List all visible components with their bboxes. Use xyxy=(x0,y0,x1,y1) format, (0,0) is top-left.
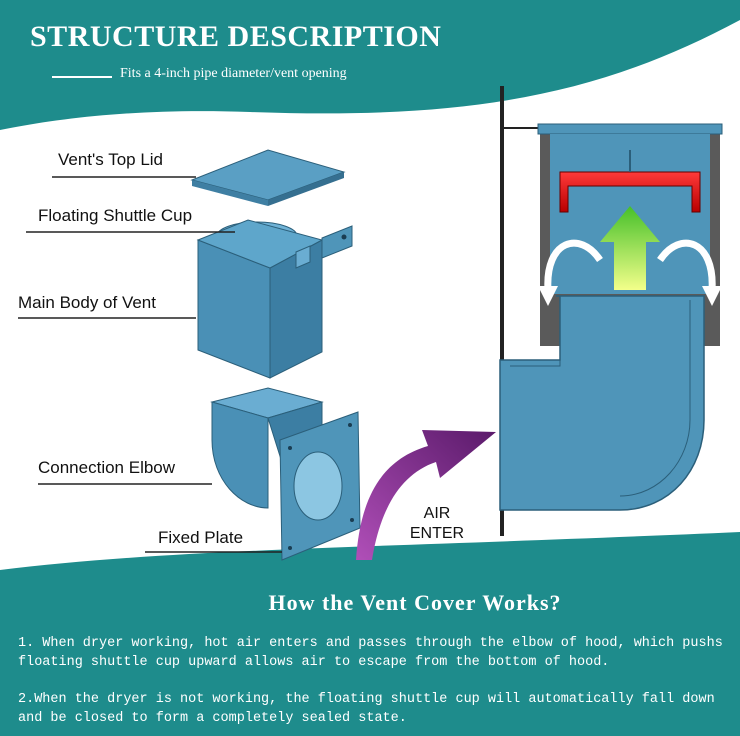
label-top-lid: Vent's Top Lid xyxy=(58,150,163,170)
subtitle-divider xyxy=(52,76,112,78)
cross-section-illustration xyxy=(500,86,722,536)
page-subtitle: Fits a 4-inch pipe diameter/vent opening xyxy=(120,66,347,82)
air-label-line2: ENTER xyxy=(400,524,474,544)
how-it-works-title: How the Vent Cover Works? xyxy=(0,590,740,616)
label-fixed-plate: Fixed Plate xyxy=(158,528,243,548)
label-shuttle-cup: Floating Shuttle Cup xyxy=(38,206,192,226)
how-it-works-step-1: 1. When dryer working, hot air enters an… xyxy=(18,634,730,672)
main-body-illustration xyxy=(198,220,352,378)
top-lid-illustration xyxy=(192,150,344,206)
air-label-line1: AIR xyxy=(400,504,474,524)
label-main-body: Main Body of Vent xyxy=(18,293,156,313)
air-enter-label: AIR ENTER xyxy=(400,504,474,544)
how-it-works-step-2: 2.When the dryer is not working, the flo… xyxy=(18,690,730,728)
label-connection-elbow: Connection Elbow xyxy=(38,458,175,478)
page-title: STRUCTURE DESCRIPTION xyxy=(30,20,441,54)
